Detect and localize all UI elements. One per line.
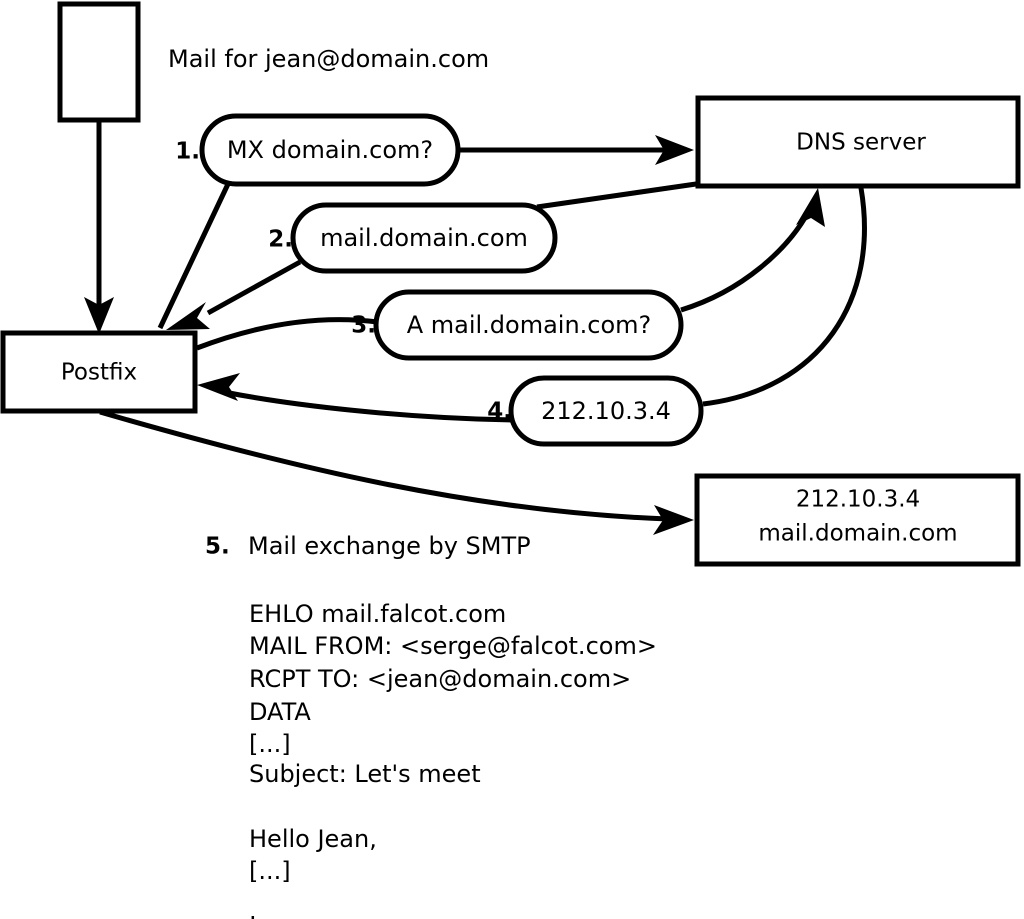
- transcript-line: DATA: [249, 698, 311, 726]
- arrow-head-upright-icon: [796, 188, 825, 227]
- step-number-3: 3.: [351, 313, 376, 339]
- bubble-mx-query: MX domain.com? 1.: [175, 113, 461, 187]
- transcript-line: Hello Jean,: [249, 825, 377, 853]
- transcript-line: MAIL FROM: <serge@falcot.com>: [249, 632, 657, 660]
- connector-postfix-to-mx-query: [157, 182, 231, 330]
- arrow-head-downleft-icon: [166, 302, 210, 330]
- smtp-transcript: EHLO mail.falcot.com MAIL FROM: <serge@f…: [249, 600, 657, 919]
- bubble-mx-answer: mail.domain.com 2.: [268, 202, 558, 274]
- connector-mx-answer-to-postfix: [166, 259, 302, 330]
- node-postfix: Postfix: [0, 330, 198, 414]
- arrow-head-down-icon: [84, 297, 114, 334]
- node-destination-ip-label: 212.10.3.4: [796, 487, 920, 513]
- connector-client-to-postfix: [84, 122, 114, 334]
- bubble-a-query: A mail.domain.com? 3.: [351, 289, 684, 361]
- transcript-line: [...]: [249, 730, 291, 758]
- node-sender-client: [57, 1, 141, 123]
- bubble-a-query-label: A mail.domain.com?: [407, 311, 652, 339]
- connector-postfix-to-destination: [99, 409, 694, 535]
- connector-mx-query-to-dns: [458, 135, 694, 165]
- connector-a-answer-to-postfix: [197, 373, 514, 423]
- bubble-a-answer-label: 212.10.3.4: [541, 397, 671, 425]
- arrow-head-left-icon: [197, 373, 240, 401]
- bubble-a-answer: 212.10.3.4 4.: [487, 375, 704, 447]
- node-dns-server: DNS server: [695, 95, 1021, 189]
- transcript-line: Subject: Let's meet: [249, 760, 481, 788]
- connector-a-query-to-dns: [680, 188, 825, 313]
- node-destination-host-label: mail.domain.com: [758, 521, 957, 547]
- diagram-title: Mail for jean@domain.com: [168, 45, 489, 73]
- step-number-2: 2.: [268, 227, 293, 253]
- transcript-line: [...]: [249, 857, 291, 885]
- step-number-4: 4.: [487, 399, 512, 425]
- arrow-head-right-icon: [653, 505, 694, 535]
- connector-dns-to-mx-answer: [536, 181, 697, 210]
- arrow-head-right-icon: [655, 135, 694, 165]
- node-destination-server: 212.10.3.4 mail.domain.com: [694, 473, 1021, 567]
- transcript-line: EHLO mail.falcot.com: [249, 600, 506, 628]
- node-postfix-label: Postfix: [61, 360, 137, 386]
- step-number-5: 5.: [205, 534, 230, 560]
- node-dns-server-label: DNS server: [796, 130, 926, 156]
- smtp-caption-label: Mail exchange by SMTP: [248, 532, 531, 560]
- step-number-1: 1.: [175, 139, 200, 165]
- bubble-mx-answer-label: mail.domain.com: [320, 224, 528, 252]
- bubble-mx-query-label: MX domain.com?: [227, 136, 433, 164]
- connector-dns-to-a-answer: [702, 187, 867, 407]
- transcript-line: RCPT TO: <jean@domain.com>: [249, 665, 631, 693]
- transcript-line: .: [249, 897, 257, 919]
- connector-postfix-to-a-query: [196, 317, 379, 351]
